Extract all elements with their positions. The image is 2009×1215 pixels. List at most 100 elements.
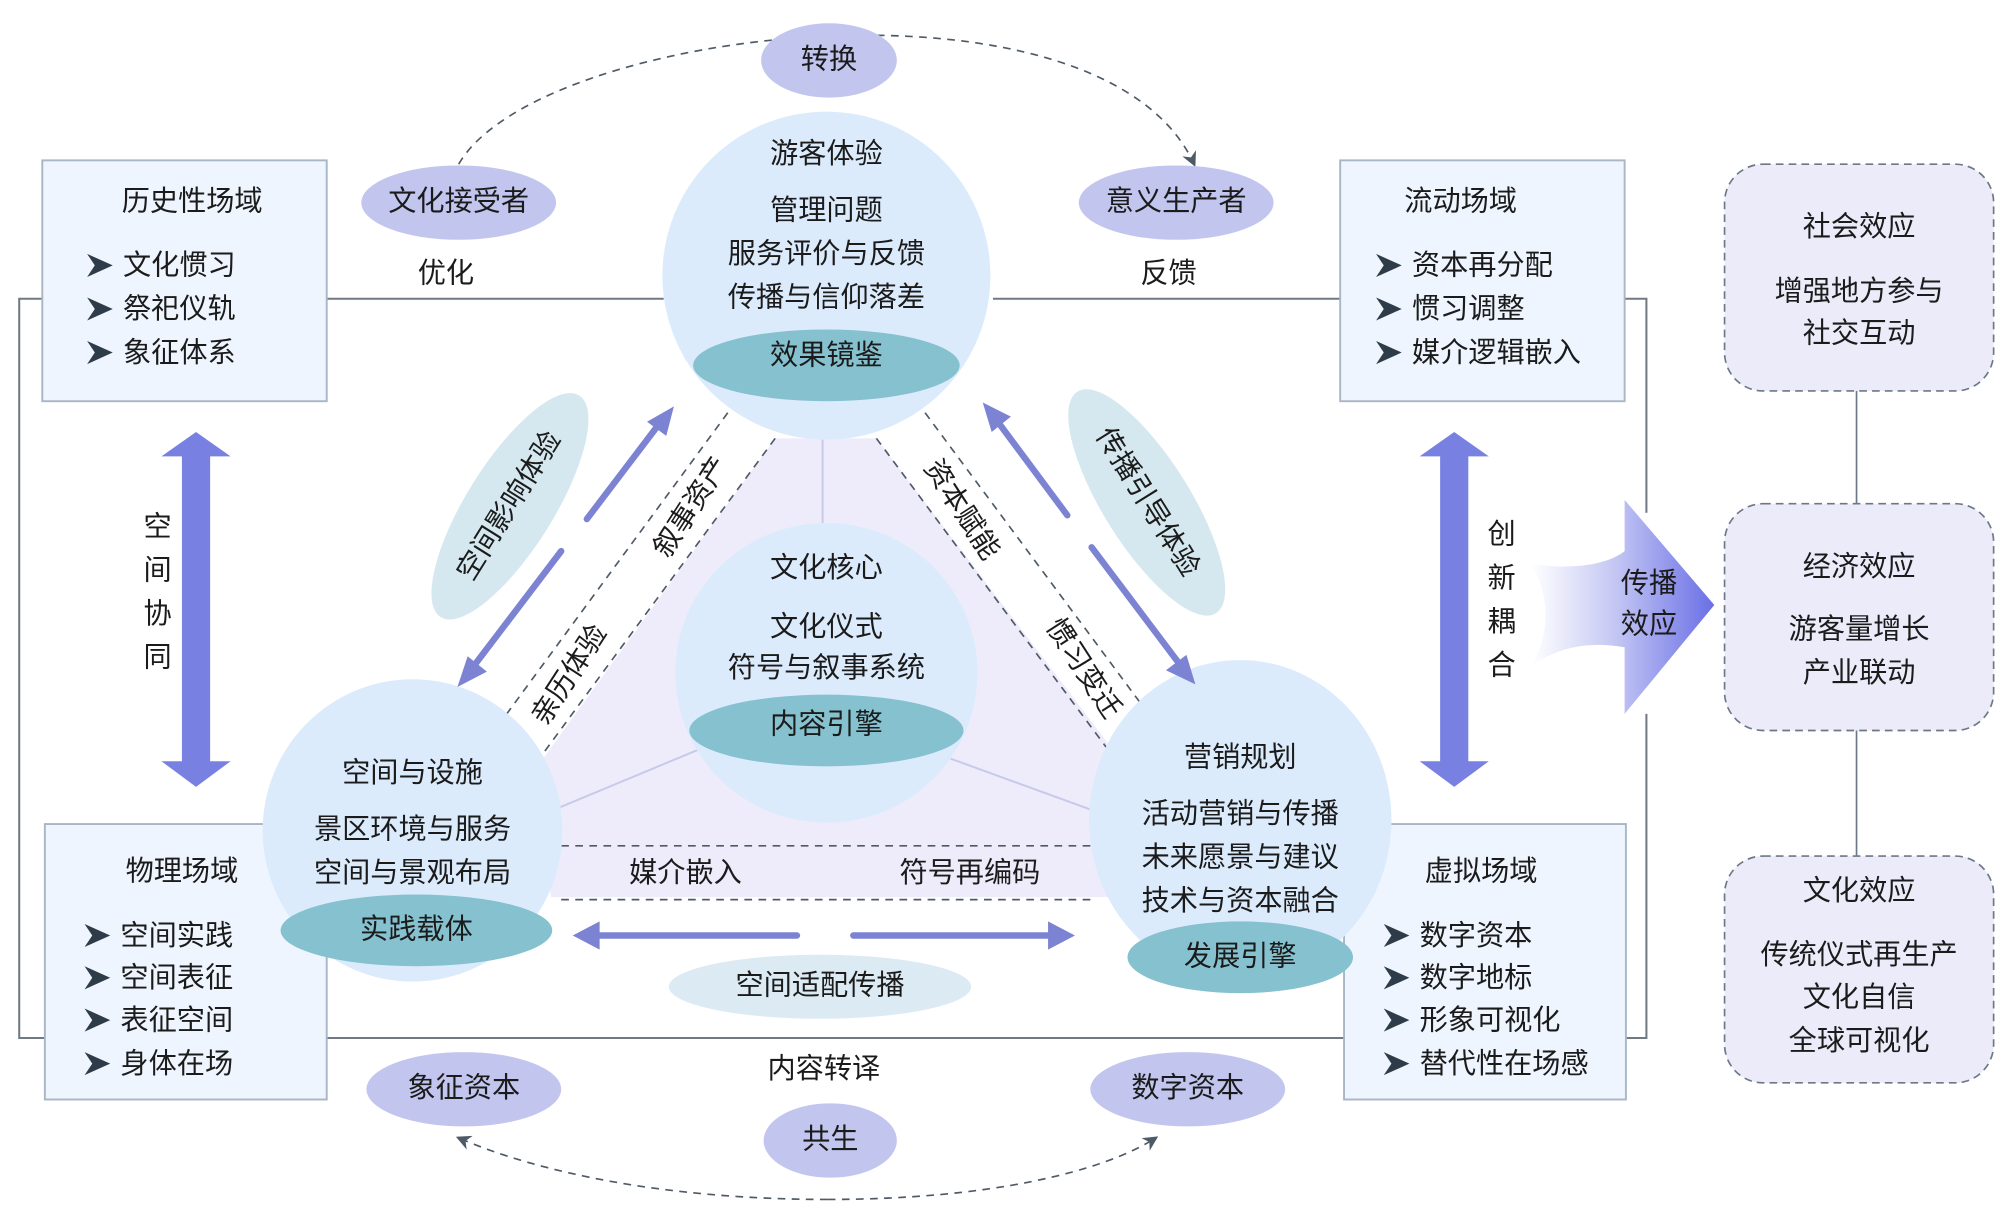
triangle-dashed-lines: [493, 412, 1162, 901]
economic-effect-panel: 经济效应 游客量增长 产业联动: [1723, 502, 1995, 732]
bullet-list: 文化惯习 祭祀仪轨 象征体系: [87, 249, 236, 369]
marketing-planning-node: 营销规划 活动营销与传播 未来愿景与建议 技术与资本融合 发展引擎: [1089, 660, 1392, 994]
svg-text:效果镜鉴: 效果镜鉴: [770, 338, 883, 371]
svg-text:技术与资本融合: 技术与资本融合: [1142, 884, 1339, 917]
svg-text:管理问题: 管理问题: [770, 194, 883, 227]
svg-text:服务评价与反馈: 服务评价与反馈: [728, 237, 925, 270]
spatial-synergy-arrow: 空 间 协 同: [144, 431, 231, 787]
svg-text:空间表征: 空间表征: [120, 961, 233, 994]
svg-text:全球可视化: 全球可视化: [1789, 1024, 1930, 1057]
svg-text:传统仪式再生产: 传统仪式再生产: [1760, 938, 1957, 971]
symbiosis-arc: [455, 1135, 828, 1201]
content-translation-label: 内容转译: [767, 1052, 880, 1085]
svg-text:景区环境与服务: 景区环境与服务: [314, 812, 511, 845]
svg-text:营销规划: 营销规划: [1184, 741, 1297, 774]
svg-text:象征体系: 象征体系: [123, 336, 236, 369]
chevron-icon: [1376, 253, 1402, 277]
svg-text:身体在场: 身体在场: [120, 1047, 233, 1080]
symbol-recode-label: 符号再编码: [899, 856, 1040, 889]
svg-text:活动营销与传播: 活动营销与传播: [1142, 797, 1339, 830]
historical-field-box: 历史性场域 文化惯习 祭祀仪轨 象征体系: [41, 159, 328, 403]
svg-text:社会效应: 社会效应: [1803, 210, 1916, 243]
chevron-icon: [87, 297, 113, 321]
chevron-icon: [1383, 1008, 1410, 1032]
svg-text:媒介逻辑嵌入: 媒介逻辑嵌入: [1412, 336, 1581, 369]
svg-text:效应: 效应: [1621, 607, 1677, 640]
svg-text:表征空间: 表征空间: [120, 1003, 233, 1036]
svg-text:数字地标: 数字地标: [1420, 961, 1533, 994]
optimize-label: 优化: [418, 256, 474, 289]
svg-text:实践载体: 实践载体: [360, 912, 473, 945]
space-influence-label: 空间影响体验: [431, 393, 589, 620]
svg-text:创: 创: [1488, 518, 1516, 551]
svg-text:意义生产者: 意义生产者: [1106, 185, 1247, 218]
svg-text:发展引擎: 发展引擎: [1184, 939, 1297, 972]
feedback-label: 反馈: [1140, 256, 1196, 289]
svg-text:社交互动: 社交互动: [1803, 317, 1916, 350]
svg-text:耦: 耦: [1488, 605, 1516, 638]
svg-text:间: 间: [144, 554, 172, 587]
meaning-producer-badge: 意义生产者: [1078, 165, 1274, 240]
svg-text:经济效应: 经济效应: [1803, 550, 1916, 583]
chevron-icon: [84, 923, 111, 948]
chevron-icon: [87, 253, 113, 277]
svg-text:产业联动: 产业联动: [1803, 656, 1916, 689]
svg-text:惯习调整: 惯习调整: [1412, 292, 1525, 325]
svg-text:数字资本: 数字资本: [1131, 1071, 1244, 1104]
culture-core-node: 文化核心 文化仪式 符号与叙事系统 内容引擎: [675, 522, 978, 823]
svg-text:文化效应: 文化效应: [1803, 874, 1916, 907]
space-facility-node: 空间与设施 景区环境与服务 空间与景观布局 实践载体: [262, 679, 563, 982]
dissemination-guide-label: 传播引导体验: [1068, 389, 1226, 616]
svg-text:新: 新: [1488, 561, 1516, 594]
space-adapt-label: 空间适配传播: [668, 954, 972, 1019]
chevron-icon: [84, 1008, 111, 1032]
svg-text:未来愿景与建议: 未来愿景与建议: [1142, 841, 1339, 874]
svg-text:历史性场域: 历史性场域: [122, 185, 263, 218]
svg-text:协: 协: [144, 597, 172, 630]
dissemination-effect-arrow: 传播 效应: [1531, 499, 1715, 714]
visitor-experience-node: 游客体验 管理问题 服务评价与反馈 传播与信仰落差 效果镜鉴: [662, 111, 991, 440]
symbolic-capital-badge: 象征资本: [366, 1052, 562, 1127]
svg-text:文化接受者: 文化接受者: [388, 185, 529, 218]
transform-badge: 转换: [761, 23, 897, 98]
flow-field-box: 流动场域 资本再分配 惯习调整 媒介逻辑嵌入: [1339, 159, 1626, 403]
chevron-icon: [1383, 923, 1410, 948]
svg-text:流动场域: 流动场域: [1404, 185, 1517, 218]
innovation-coupling-arrow: 创 新 耦 合: [1419, 431, 1516, 787]
culture-receiver-badge: 文化接受者: [361, 165, 557, 240]
svg-text:资本再分配: 资本再分配: [1412, 249, 1553, 282]
svg-text:文化仪式: 文化仪式: [770, 610, 883, 643]
svg-text:空间实践: 空间实践: [120, 919, 233, 952]
svg-text:祭祀仪轨: 祭祀仪轨: [123, 292, 236, 325]
svg-text:文化核心: 文化核心: [770, 551, 883, 584]
svg-text:增强地方参与: 增强地方参与: [1775, 274, 1944, 307]
svg-text:符号与叙事系统: 符号与叙事系统: [728, 651, 925, 684]
svg-text:同: 同: [144, 641, 172, 674]
social-effect-panel: 社会效应 增强地方参与 社交互动: [1723, 163, 1995, 392]
svg-text:空间与设施: 空间与设施: [342, 756, 483, 789]
svg-text:合: 合: [1488, 648, 1516, 681]
chevron-icon: [1376, 341, 1402, 365]
center-connectors: [553, 439, 1092, 811]
svg-text:空间与景观布局: 空间与景观布局: [314, 856, 511, 889]
svg-text:文化自信: 文化自信: [1803, 980, 1916, 1013]
virtual-field-box: 虚拟场域 数字资本 数字地标 形象可视化 替代性在场感: [1343, 823, 1627, 1101]
symbiosis-arc-right: [827, 1136, 1159, 1201]
svg-text:形象可视化: 形象可视化: [1420, 1003, 1561, 1036]
chevron-icon: [1383, 1052, 1410, 1076]
svg-text:共生: 共生: [802, 1123, 858, 1156]
chevron-icon: [87, 341, 113, 365]
svg-text:空间适配传播: 空间适配传播: [735, 969, 904, 1002]
chevron-icon: [1376, 297, 1402, 321]
chevron-icon: [84, 1052, 111, 1076]
svg-text:游客量增长: 游客量增长: [1789, 613, 1930, 646]
physical-field-box: 物理场域 空间实践 空间表征 表征空间 身体在场: [43, 823, 328, 1101]
svg-text:虚拟场域: 虚拟场域: [1425, 855, 1538, 888]
svg-text:文化惯习: 文化惯习: [123, 249, 236, 282]
svg-text:传播: 传播: [1621, 566, 1677, 599]
svg-text:传播与信仰落差: 传播与信仰落差: [728, 281, 925, 314]
svg-text:转换: 转换: [801, 42, 857, 75]
svg-text:内容引擎: 内容引擎: [770, 707, 883, 740]
cultural-effect-panel: 文化效应 传统仪式再生产 文化自信 全球可视化: [1723, 855, 1995, 1084]
